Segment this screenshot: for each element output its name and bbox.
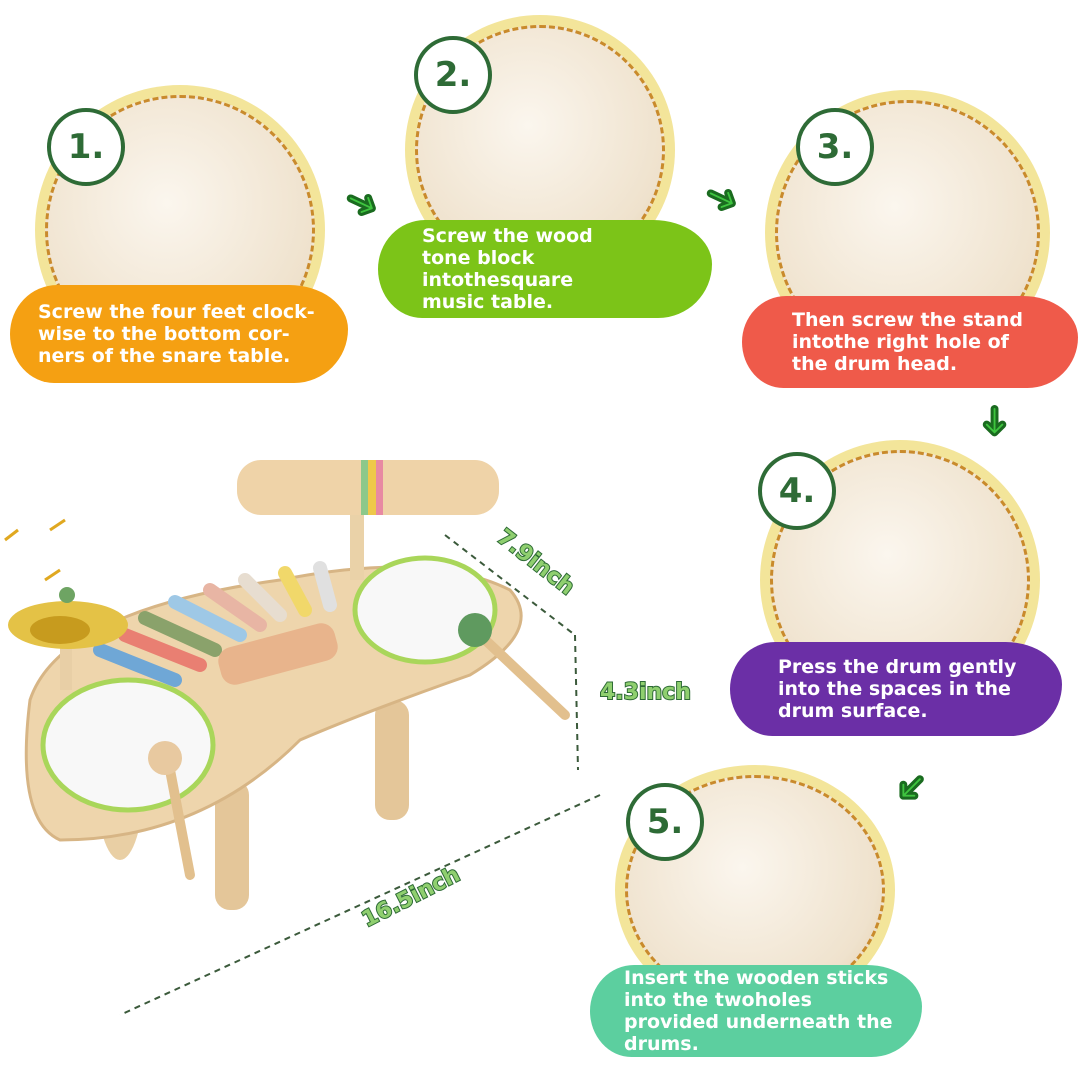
step-2-badge: 2.	[414, 36, 492, 114]
step-4-text: Press the drum gently into the spaces in…	[730, 642, 1062, 736]
step-5-badge: 5.	[626, 783, 704, 861]
step-5-text: Insert the wooden sticks into the twohol…	[590, 965, 922, 1057]
arrow-right-icon: ➜	[335, 174, 388, 233]
step-2-text: Screw the wood tone block intothesquare …	[378, 220, 712, 318]
step-3-badge: 3.	[796, 108, 874, 186]
arrow-down-left-icon: ➜	[882, 758, 941, 817]
dimension-height: 4.3inch	[599, 679, 692, 706]
arrow-right-icon: ➜	[695, 169, 748, 228]
step-1-badge: 1.	[47, 108, 125, 186]
drum-table-illustration	[4, 460, 601, 1016]
arrow-down-icon: ➜	[970, 403, 1019, 440]
step-4-badge: 4.	[758, 452, 836, 530]
step-1-text: Screw the four feet clock-wise to the bo…	[10, 285, 348, 383]
step-3-text: Then screw the stand intothe right hole …	[742, 296, 1078, 388]
